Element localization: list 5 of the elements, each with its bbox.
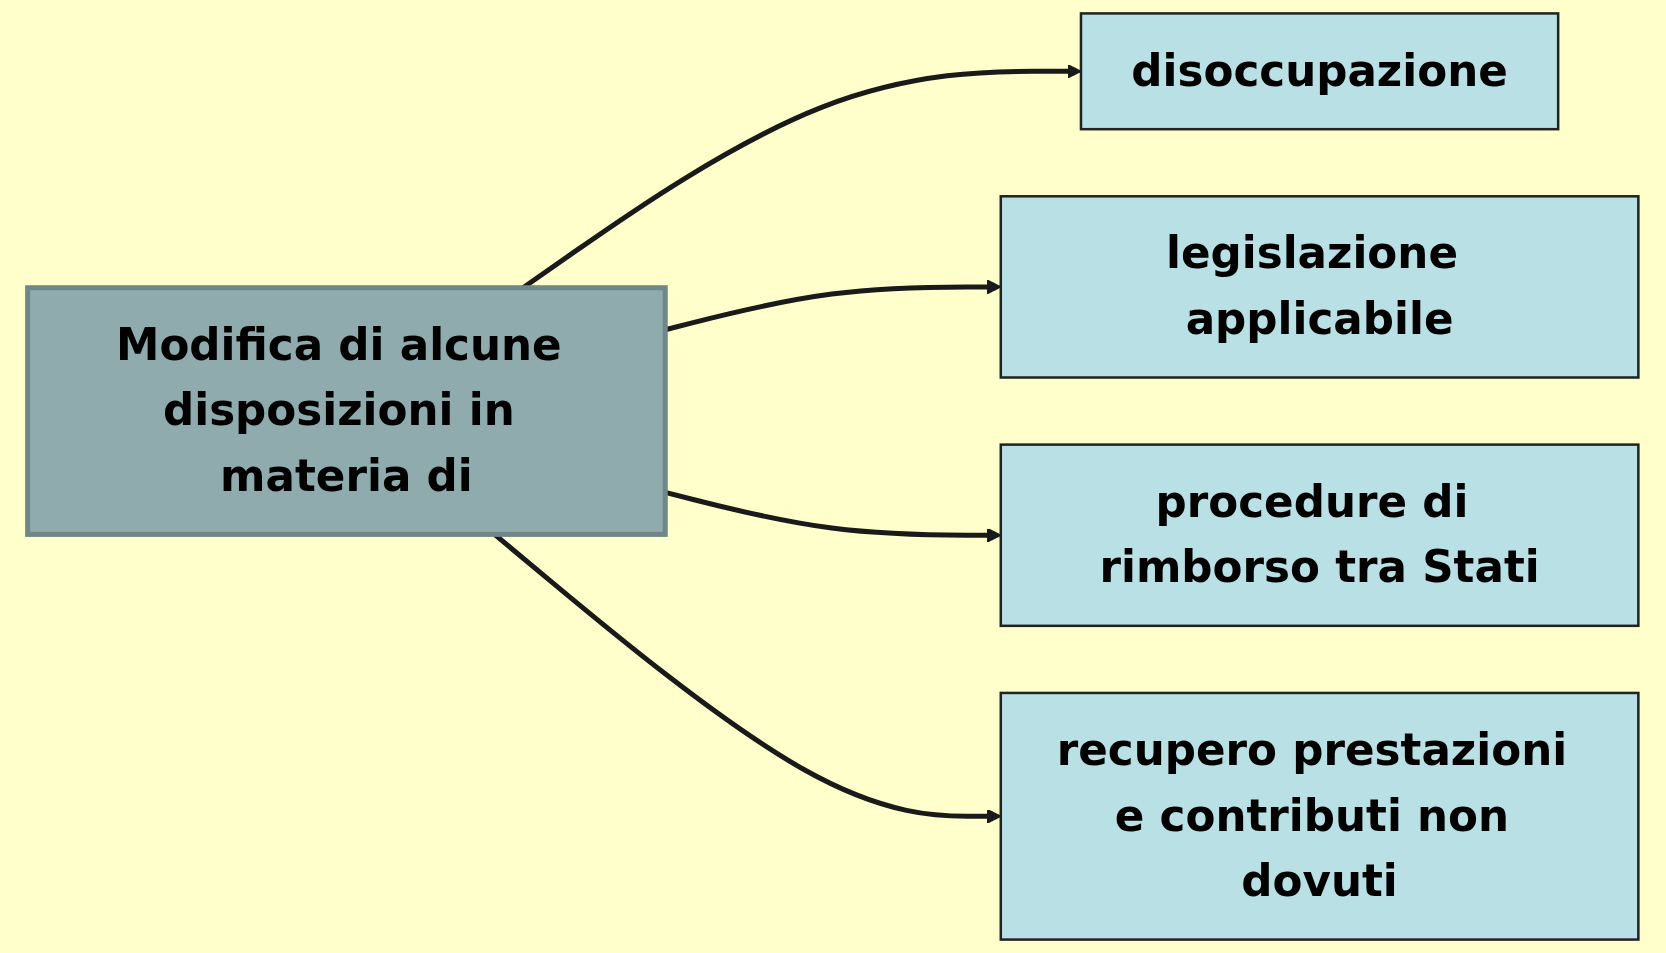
node-box: recupero prestazioni e contributi non dovuti <box>999 691 1640 941</box>
node-box: procedure di rimborso tra Stati <box>999 443 1640 628</box>
node-box: Modifica di alcune disposizioni in materia di <box>25 285 668 537</box>
node-box: disoccupazione <box>1079 12 1560 131</box>
node-box: legislazione applicabile <box>999 195 1640 379</box>
